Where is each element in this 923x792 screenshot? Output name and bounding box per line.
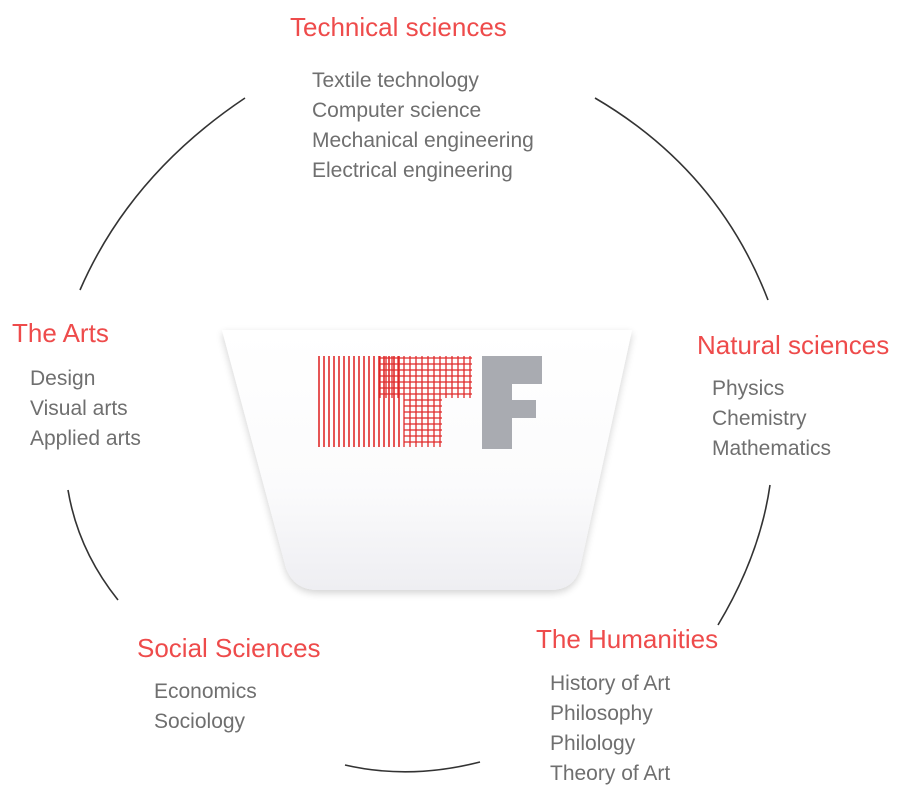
group-the-arts: The Arts Design Visual arts Applied arts: [12, 318, 141, 454]
heading-the-arts: The Arts: [12, 318, 109, 348]
arc-top-right: [594, 97, 769, 301]
list-item: Sociology: [154, 710, 246, 733]
heading-the-humanities: The Humanities: [536, 624, 719, 654]
list-the-arts: Design Visual arts Applied arts: [30, 364, 141, 454]
heading-natural-sciences: Natural sciences: [697, 330, 890, 360]
list-technical-sciences: Textile technology Computer science Mech…: [312, 66, 534, 186]
group-social-sciences: Social Sciences Economics Sociology: [137, 633, 321, 737]
list-item: Economics: [154, 680, 257, 703]
arc-left: [67, 489, 119, 601]
list-item: Design: [30, 367, 96, 390]
ttf-logo: [318, 356, 542, 449]
list-item: Physics: [712, 377, 785, 400]
group-technical-sciences: Technical sciences Textile technology Co…: [290, 12, 534, 186]
list-item: Electrical engineering: [312, 159, 513, 182]
list-social-sciences: Economics Sociology: [154, 677, 321, 737]
heading-social-sciences: Social Sciences: [137, 633, 321, 663]
list-item: Textile technology: [312, 69, 479, 92]
list-item: Theory of Art: [550, 762, 671, 785]
group-the-humanities: The Humanities History of Art Philosophy…: [536, 624, 718, 789]
arc-group: [67, 97, 771, 773]
list-item: Mathematics: [712, 437, 832, 460]
group-natural-sciences: Natural sciences Physics Chemistry Mathe…: [697, 330, 889, 464]
list-item: Mechanical engineering: [312, 129, 534, 152]
list-the-humanities: History of Art Philosophy Philology Theo…: [550, 669, 718, 789]
list-item: Visual arts: [30, 397, 128, 420]
center-panel: [222, 330, 632, 590]
logo-letter-f: [482, 356, 542, 449]
list-item: Philology: [550, 732, 636, 755]
logo-letter-t-second: [379, 356, 472, 447]
list-natural-sciences: Physics Chemistry Mathematics: [712, 374, 889, 464]
list-item: History of Art: [550, 672, 671, 695]
list-item: Applied arts: [30, 427, 141, 450]
arc-bottom: [344, 761, 481, 773]
list-item: Computer science: [312, 99, 482, 122]
arc-right: [717, 484, 771, 626]
logo-letter-t-first: [318, 356, 400, 447]
list-item: Chemistry: [712, 407, 807, 430]
heading-technical-sciences: Technical sciences: [290, 12, 507, 42]
list-item: Philosophy: [550, 702, 653, 725]
arc-top-left: [79, 97, 246, 291]
